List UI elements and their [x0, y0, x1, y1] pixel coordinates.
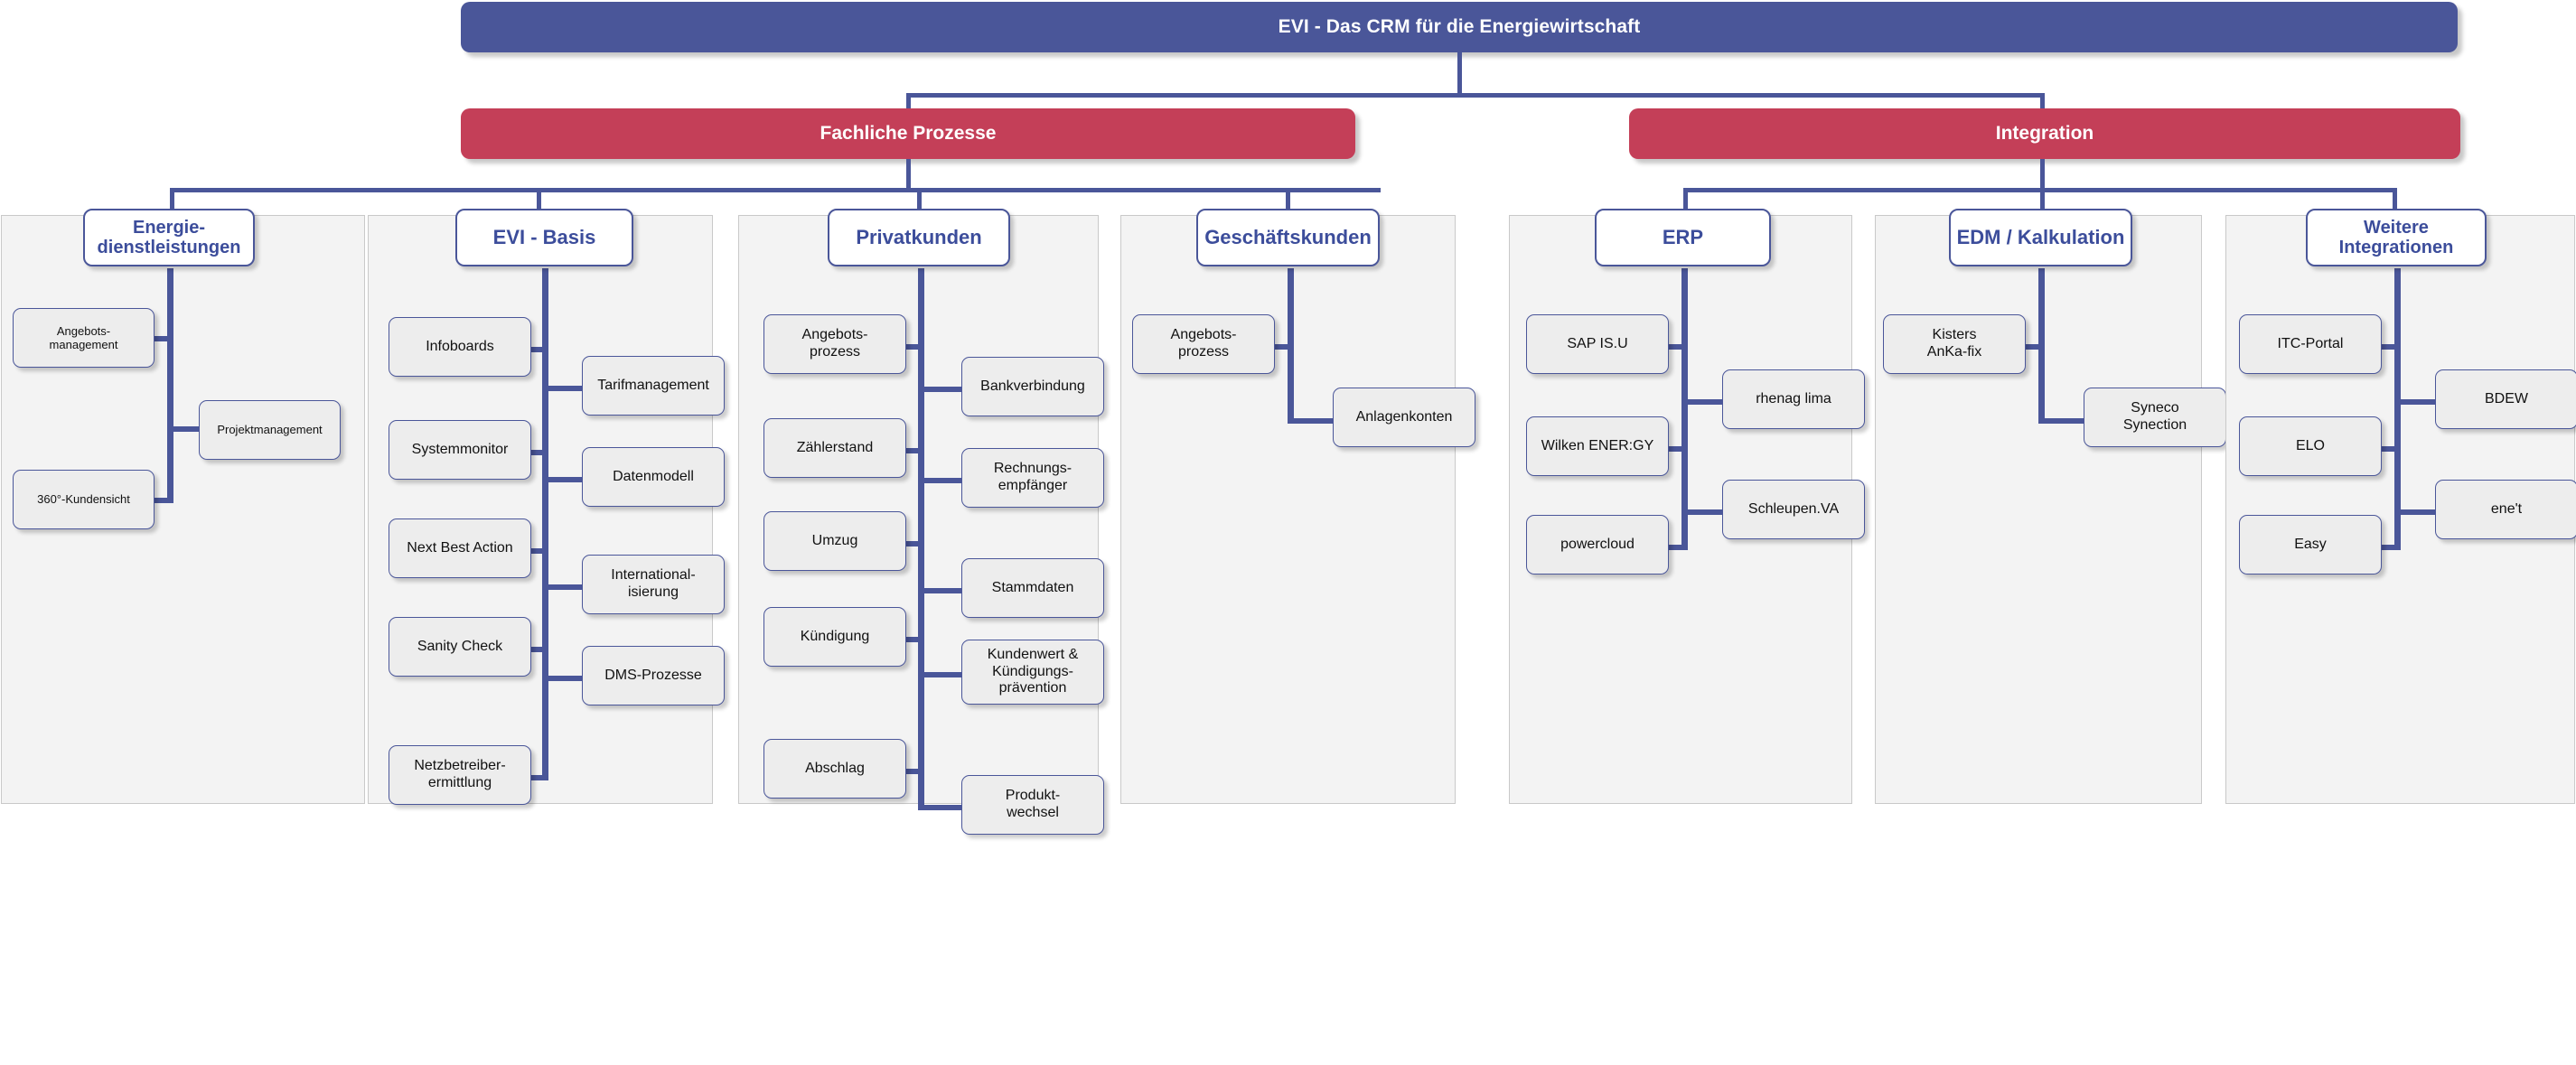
leaf-abschlag[interactable]: Abschlag: [763, 739, 906, 799]
leaf-wilken-energy[interactable]: Wilken ENER:GY: [1526, 416, 1669, 476]
connector-stub-r2-erp: [1684, 509, 1725, 515]
group-panel-energiedienstleistungen: Energie-dienstleistungen Angebots-manage…: [1, 209, 365, 804]
leaf-kundenwert-kuendigungspraevention[interactable]: Kundenwert &Kündigungs-prävention: [961, 640, 1104, 705]
connector-stub-r2-weitere-integrationen: [2397, 509, 2438, 515]
leaf-projektmanagement[interactable]: Projektmanagement: [199, 400, 341, 460]
leaf-zaehlerstand[interactable]: Zählerstand: [763, 418, 906, 478]
leaf-umzug[interactable]: Umzug: [763, 511, 906, 571]
connector-integration-drop-3: [2393, 188, 2397, 217]
group-header-erp[interactable]: ERP: [1595, 209, 1771, 266]
connector-fachlich-stem: [906, 159, 911, 192]
connector-spine-erp: [1681, 268, 1688, 550]
connector-stub-r3-privatkunden: [921, 588, 964, 593]
connector-stub-r1-erp: [1684, 399, 1725, 405]
leaf-anlagenkonten[interactable]: Anlagenkonten: [1333, 388, 1475, 447]
leaf-angebotsmanagement[interactable]: Angebots-management: [13, 308, 155, 368]
branch-box-fachliche-prozesse[interactable]: Fachliche Prozesse: [461, 108, 1355, 159]
connector-root-bus: [906, 93, 2045, 98]
connector-stub-r3-evi-basis: [545, 584, 585, 590]
connector-stub-r4-privatkunden: [921, 672, 964, 677]
connector-spine-weitere-integrationen: [2394, 268, 2401, 550]
connector-fachlich-drop-3: [917, 188, 922, 217]
group-header-geschaeftskunden[interactable]: Geschäftskunden: [1196, 209, 1380, 266]
leaf-internationalisierung[interactable]: International-isierung: [582, 555, 725, 614]
group-panel-evi-basis: EVI - Basis Infoboards Systemmonitor Nex…: [368, 209, 725, 805]
connector-stub-r1-geschaeftskunden: [1290, 418, 1335, 424]
connector-stub-r1-weitere-integrationen: [2397, 399, 2438, 405]
leaf-infoboards[interactable]: Infoboards: [389, 317, 531, 377]
leaf-easy[interactable]: Easy: [2239, 515, 2382, 575]
root-title-box[interactable]: EVI - Das CRM für die Energiewirtschaft: [461, 2, 2458, 52]
connector-integration-drop-1: [1683, 188, 1688, 217]
leaf-sanity-check[interactable]: Sanity Check: [389, 617, 531, 677]
leaf-enet[interactable]: ene't: [2435, 480, 2576, 539]
leaf-itc-portal[interactable]: ITC-Portal: [2239, 314, 2382, 374]
connector-fachlich-drop-4: [1286, 188, 1290, 217]
connector-drop-fachlich: [906, 93, 911, 111]
leaf-dms-prozesse[interactable]: DMS-Prozesse: [582, 646, 725, 705]
group-header-evi-basis[interactable]: EVI - Basis: [455, 209, 633, 266]
connector-stub-r2-privatkunden: [921, 478, 964, 483]
leaf-stammdaten[interactable]: Stammdaten: [961, 558, 1104, 618]
branch-label-fachliche-prozesse: Fachliche Prozesse: [820, 123, 997, 144]
branch-label-integration: Integration: [1995, 123, 2094, 144]
connector-stub-r1-energiedienstleistungen: [170, 426, 201, 432]
connector-spine-privatkunden: [918, 268, 924, 810]
leaf-netzbetreiberermittlung[interactable]: Netzbetreiber-ermittlung: [389, 745, 531, 805]
leaf-bdew[interactable]: BDEW: [2435, 369, 2576, 429]
connector-fachlich-drop-1: [170, 188, 174, 217]
branch-box-integration[interactable]: Integration: [1629, 108, 2460, 159]
connector-stub-r4-evi-basis: [545, 676, 585, 681]
connector-stub-r2-evi-basis: [545, 477, 585, 482]
group-header-edm-kalkulation[interactable]: EDM / Kalkulation: [1949, 209, 2132, 266]
connector-drop-integration: [2040, 93, 2045, 111]
leaf-angebotsprozess-privat[interactable]: Angebots-prozess: [763, 314, 906, 374]
connector-fachlich-bus: [170, 188, 1381, 192]
connector-spine-evi-basis: [542, 268, 548, 780]
leaf-systemmonitor[interactable]: Systemmonitor: [389, 420, 531, 480]
leaf-rhenag-lima[interactable]: rhenag lima: [1722, 369, 1865, 429]
connector-stub-r1-evi-basis: [545, 386, 585, 391]
leaf-powercloud[interactable]: powercloud: [1526, 515, 1669, 575]
connector-spine-energiedienstleistungen: [167, 268, 173, 503]
connector-stub-r1-privatkunden: [921, 387, 964, 392]
leaf-kuendigung[interactable]: Kündigung: [763, 607, 906, 667]
leaf-sap-isu[interactable]: SAP IS.U: [1526, 314, 1669, 374]
group-header-energiedienstleistungen[interactable]: Energie-dienstleistungen: [83, 209, 255, 266]
leaf-tarifmanagement[interactable]: Tarifmanagement: [582, 356, 725, 416]
connector-stub-r5-privatkunden: [921, 805, 964, 810]
leaf-produktwechsel[interactable]: Produkt-wechsel: [961, 775, 1104, 835]
group-panel-geschaeftskunden: Geschäftskunden Angebots-prozess Anlagen…: [1120, 209, 1475, 804]
leaf-elo[interactable]: ELO: [2239, 416, 2382, 476]
leaf-next-best-action[interactable]: Next Best Action: [389, 518, 531, 578]
leaf-360-kundensicht[interactable]: 360°-Kundensicht: [13, 470, 155, 529]
leaf-rechnungsempfaenger[interactable]: Rechnungs-empfänger: [961, 448, 1104, 508]
leaf-datenmodell[interactable]: Datenmodell: [582, 447, 725, 507]
connector-stub-r1-edm-kalkulation: [2041, 418, 2086, 424]
leaf-bankverbindung[interactable]: Bankverbindung: [961, 357, 1104, 416]
group-panel-erp: ERP SAP IS.U Wilken ENER:GY powercloud r…: [1509, 209, 1865, 804]
connector-root-stem: [1457, 52, 1462, 96]
connector-integration-stem: [2040, 159, 2045, 192]
group-panel-privatkunden: Privatkunden Angebots-prozess Zählerstan…: [738, 209, 1104, 835]
connector-fachlich-drop-2: [537, 188, 541, 217]
root-title-label: EVI - Das CRM für die Energiewirtschaft: [1278, 16, 1641, 37]
leaf-angebotsprozess-geschaeft[interactable]: Angebots-prozess: [1132, 314, 1275, 374]
group-header-privatkunden[interactable]: Privatkunden: [828, 209, 1010, 266]
leaf-schleupen-va[interactable]: Schleupen.VA: [1722, 480, 1865, 539]
connector-integration-drop-2: [2040, 188, 2045, 217]
